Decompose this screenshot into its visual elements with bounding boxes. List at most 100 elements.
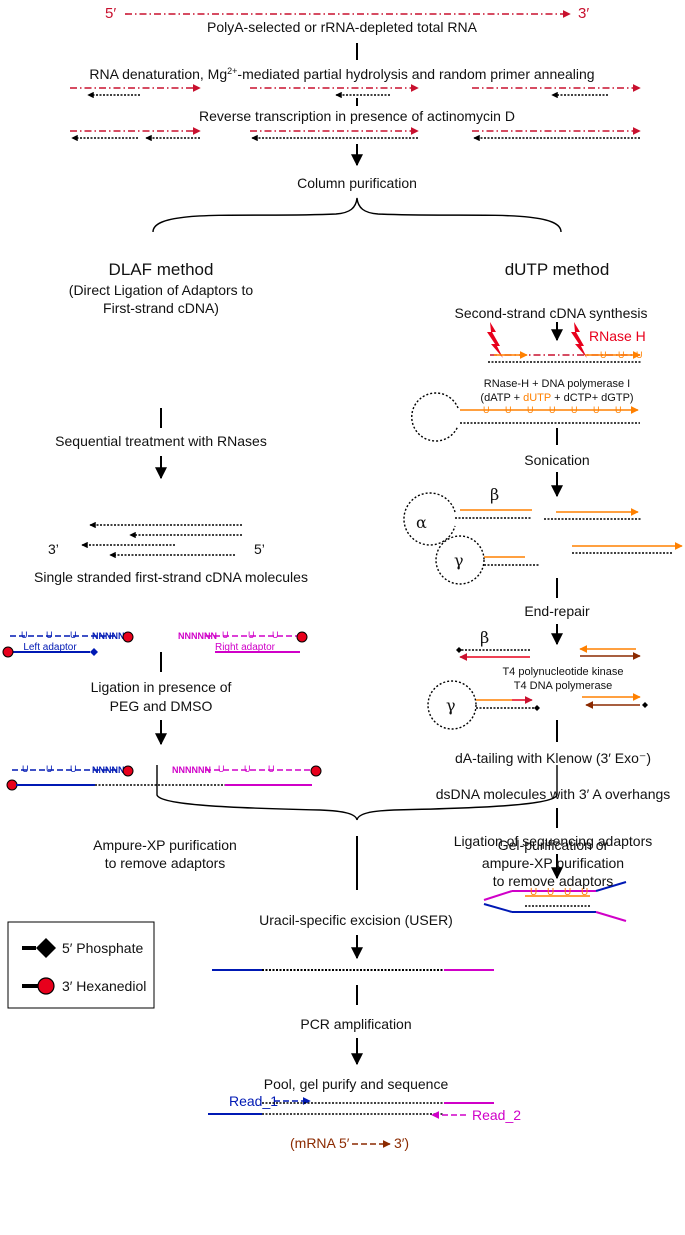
merge-brace-left — [156, 765, 358, 821]
random-hexamer: NNNNNN — [92, 631, 131, 641]
rnaseh-polymerase-label: RNase-H + DNA polymerase I — [484, 378, 630, 390]
rt-products-row: Column purification — [70, 127, 641, 233]
dntp-mix-label: (dATP + dUTP + dCTP+ dGTP) — [480, 392, 633, 404]
t4-polymerase-label: T4 DNA polymerase — [514, 680, 612, 692]
hexanediol-cap — [122, 631, 134, 643]
left-adaptor: U U U NNNNNN Left adaptor — [2, 630, 134, 658]
circle-fragment-gamma — [435, 535, 485, 585]
phosphate-diamond-icon — [456, 647, 462, 653]
rna-three-prime-label: 3′ — [578, 5, 589, 22]
merge-labels: Ampure-XP purification to remove adaptor… — [93, 837, 624, 889]
right-adaptor-label: Right adaptor — [215, 642, 276, 653]
step-denaturation: RNA denaturation, Mg2+-mediated partial … — [89, 66, 594, 82]
gel-label-2: ampure-XP purification — [482, 855, 624, 871]
input-rna-section: 5′ 3′ PolyA-selected or rRNA-depleted to… — [89, 5, 594, 82]
beta-label: β — [490, 485, 499, 504]
hexanediol-cap — [2, 646, 14, 658]
uracil-mark: U — [22, 764, 29, 774]
uracil-mark: U — [549, 405, 556, 415]
phosphate-diamond-icon — [534, 705, 540, 711]
circle-fragment-alpha — [403, 492, 456, 546]
read-1-label: Read_1 — [229, 1093, 278, 1109]
ampure-label-1: Ampure-XP purification — [93, 837, 237, 853]
circle-fragment-gamma — [427, 680, 477, 730]
uracil-mark: U — [530, 887, 537, 898]
dlaf-subtitle-1: (Direct Ligation of Adaptors to — [69, 282, 254, 298]
adaptor-arm — [483, 890, 513, 901]
step-input-rna: PolyA-selected or rRNA-depleted total RN… — [207, 19, 478, 35]
merge-brace-right — [356, 765, 558, 821]
uracil-mark: U — [618, 350, 625, 360]
uracil-mark: U — [21, 630, 28, 640]
split-brace-top — [152, 197, 562, 233]
uracil-mark: U — [70, 764, 77, 774]
adaptor-arm — [483, 903, 513, 913]
adaptor-arm — [595, 881, 627, 892]
uracil-mark: U — [571, 405, 578, 415]
mrna-orientation-start: (mRNA 5′ — [290, 1135, 350, 1151]
uracil-mark: U — [272, 630, 279, 640]
alpha-label: α — [416, 513, 427, 532]
uracil-mark: U — [593, 405, 600, 415]
hexanediol-cap — [122, 765, 134, 777]
step-sequential-rnases: Sequential treatment with RNases — [55, 433, 267, 449]
uracil-mark: U — [222, 630, 229, 640]
step-second-strand: Second-strand cDNA synthesis — [455, 305, 648, 321]
dlaf-subtitle-2: First-strand cDNA) — [103, 300, 219, 316]
left-adaptor-label: Left adaptor — [23, 642, 77, 653]
three-prime-end-label: 3’ — [48, 541, 59, 557]
dlaf-title: DLAF method — [109, 260, 214, 279]
circle-hexanediol-icon — [37, 977, 55, 995]
uracil-mark: U — [244, 764, 251, 774]
step-ligation-seq-adaptors: Ligation of sequencing adaptors — [454, 833, 652, 849]
single-stranded-molecules-label: Single stranded first-strand cDNA molecu… — [34, 569, 308, 585]
step-reverse-transcription: Reverse transcription in presence of act… — [199, 108, 515, 124]
phosphate-diamond-icon — [90, 648, 98, 656]
uracil-mark: U — [46, 630, 53, 640]
beta-label: β — [480, 628, 489, 647]
uracil-mark: U — [527, 405, 534, 415]
final-steps: Uracil-specific excision (USER) PCR ampl… — [208, 912, 521, 1151]
step-pool-sequence: Pool, gel purify and sequence — [264, 1076, 449, 1092]
hexanediol-cap — [296, 631, 308, 643]
diamond-phosphate-icon — [36, 938, 56, 958]
rna-five-prime-label: 5′ — [105, 5, 116, 22]
read-2-label: Read_2 — [472, 1107, 521, 1123]
step-end-repair: End-repair — [524, 603, 590, 619]
ampure-label-2: to remove adaptors — [105, 855, 226, 871]
uracil-mark: U — [615, 405, 622, 415]
t4-pnk-label: T4 polynucleotide kinase — [502, 666, 623, 678]
uracil-mark: U — [505, 405, 512, 415]
five-prime-end-label: 5’ — [254, 541, 265, 557]
legend-box: 5′ Phosphate 3′ Hexanediol — [7, 921, 155, 1009]
uracil-mark: U — [46, 764, 53, 774]
step-ligation-peg-1: Ligation in presence of — [91, 679, 232, 695]
ligated-product: U U U NNNNNN NNNNNN U U U — [6, 764, 322, 791]
rnase-h-label: RNase H — [589, 328, 646, 344]
random-hexamer: NNNNNN — [172, 765, 211, 775]
gamma-label: γ — [446, 696, 456, 715]
right-adaptor: NNNNNN U U U Right adaptor — [178, 630, 308, 653]
legend-frame — [7, 921, 155, 1009]
uracil-mark: U — [600, 350, 607, 360]
uracil-mark: U — [636, 350, 643, 360]
lightning-bolt-icon — [571, 322, 587, 358]
gel-label-1: Gel-purification or — [498, 837, 609, 853]
uracil-mark: U — [70, 630, 77, 640]
mrna-orientation-end: 3′) — [394, 1135, 409, 1151]
step-pcr: PCR amplification — [300, 1016, 411, 1032]
lightning-bolt-icon — [487, 322, 503, 358]
step-da-tailing: dA-tailing with Klenow (3′ Exo⁻) — [455, 750, 651, 766]
uracil-mark: U — [268, 764, 275, 774]
step-sonication: Sonication — [524, 452, 589, 468]
dutp-column: dUTP method Second-strand cDNA synthesis… — [403, 260, 683, 922]
gamma-label: γ — [454, 551, 464, 570]
random-hexamer: NNNNNN — [178, 631, 217, 641]
uracil-mark: U — [547, 887, 554, 898]
uracil-mark: U — [564, 887, 571, 898]
adaptor-arm — [595, 911, 627, 922]
step-user-excision: Uracil-specific excision (USER) — [259, 912, 453, 928]
dlaf-column: DLAF method (Direct Ligation of Adaptors… — [2, 260, 322, 791]
hexanediol-cap — [310, 765, 322, 777]
